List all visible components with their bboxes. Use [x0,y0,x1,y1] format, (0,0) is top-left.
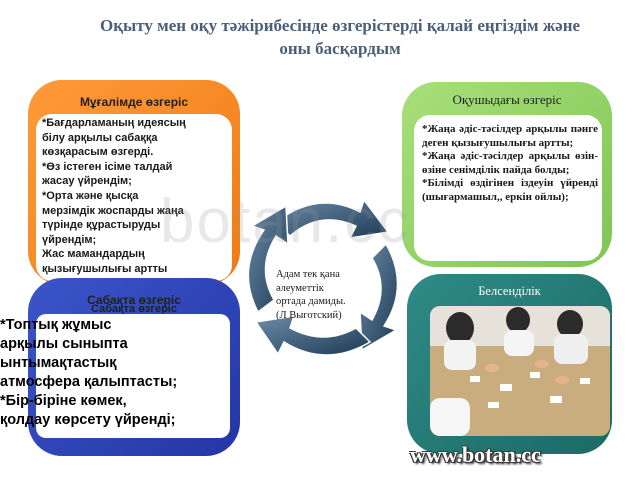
site-url: www.botan.cc [410,442,541,467]
teacher-change-panel: Мұғалімде өзгеріс *Бағдарламаның идеясың… [28,80,240,285]
lesson-change-panel: Сабақта өзгеріс Сабақта өзгеріс [28,278,240,456]
center-line: Адам тек қана [276,269,340,280]
center-line: (Л Выготский) [276,309,342,321]
teacher-line: көзқарасым өзгерді. [42,146,154,159]
teacher-line: білу арқылы сабаққа [42,131,158,144]
student-panel-body: *Жаңа әдіс-тәсілдер арқылы пәнге деген қ… [414,115,602,261]
lesson-line: *Бір-біріне көмек, [0,393,127,409]
teacher-line: қызығушылығы артты [42,262,168,275]
student-line: *Жаңа әдіс-тәсілдер арқылы өзін-өзіне се… [422,150,598,176]
student-panel-text: *Жаңа әдіс-тәсілдер арқылы пәнге деген қ… [422,123,598,205]
lesson-panel-body [36,314,230,438]
cycle-arrows [247,198,399,356]
lesson-panel-title: Сабақта өзгеріс [87,293,181,307]
lesson-line: арқылы сыныпта [0,336,128,352]
teacher-panel-text: *Бағдарламаның идеясың білу арқылы сабақ… [42,116,228,277]
cycle-arrow-left [247,204,289,314]
lesson-line: ынтымақтастық [0,355,117,371]
center-quote: Адам тек қана әлеуметтік ортада дамиды. … [276,268,376,322]
center-line: әлеуметтік [276,282,324,294]
lesson-line: *Топтық жұмыс [0,317,112,333]
teacher-line: *Өз істеген ісіме талдай [42,160,173,173]
title-line-1: Оқыту мен оқу тәжірибесінде өзгерістерді… [99,16,581,35]
teacher-line: жасау үйрендім; [42,175,132,188]
teacher-line: түрінде құрастыруды [42,219,161,232]
teacher-panel-title: Мұғалімде өзгеріс [79,95,189,109]
teacher-line: *Орта және қысқа [42,189,139,202]
teacher-line: *Бағдарламаның идеясың [42,117,186,129]
student-line: *Білімді өздігінен іздеуін үйренді (шыға… [422,177,598,203]
center-line: ортада дамиды. [276,296,346,307]
lesson-line: атмосфера қалыптасты; [0,374,178,390]
teacher-line: үйрендім; [42,233,97,246]
lesson-panel-text: *Топтық жұмыс арқылы сыныпта ынтымақтаст… [0,316,236,430]
title-line-2: оны басқардым [279,39,401,58]
student-change-panel: Оқушыдағы өзгеріс *Жаңа әдіс-тәсілдер ар… [402,82,612,267]
watermark: botan.cc [160,187,411,256]
student-line: *Жаңа әдіс-тәсілдер арқылы пәнге деген қ… [422,123,598,149]
teacher-panel-body: *Бағдарламаның идеясың білу арқылы сабақ… [36,114,232,281]
cycle-arrow-top [274,198,390,239]
activity-panel-title: Белсенділік [478,284,541,298]
lesson-line: қолдау көрсету үйренді; [0,412,176,428]
teacher-line: мерзімдік жоспарды жаңа [42,204,184,217]
student-panel-title: Оқушыдағы өзгеріс [452,92,562,107]
teacher-line: Жас мамандардың [42,248,145,261]
lesson-panel-title-shadow: Сабақта өзгеріс [91,303,177,315]
page-title: Оқыту мен оқу тәжірибесінде өзгерістерді… [70,14,610,60]
classroom-photo-illustration [430,306,610,436]
classroom-photo [430,306,610,436]
cycle-arrow-bottom [254,315,372,356]
cycle-arrow-right [359,242,399,352]
